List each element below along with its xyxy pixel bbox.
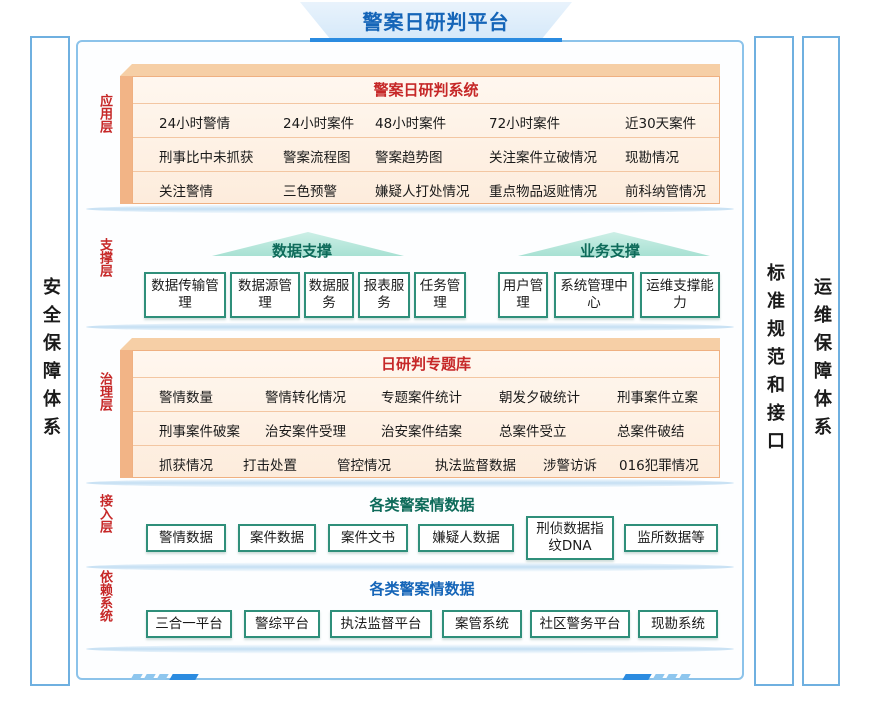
gov-item: 管控情况 <box>337 458 391 474</box>
gov-row: 抓获情况 打击处置 管控情况 执法监督数据 涉警访诉 016犯罪情况 <box>133 445 719 479</box>
app-item: 警案趋势图 <box>375 150 443 166</box>
ops-column: 运维保障体系 <box>802 36 840 686</box>
gov-item: 涉警访诉 <box>543 458 597 474</box>
dependency-item: 三合一平台 <box>146 610 232 638</box>
standards-column: 标准规范和接口 <box>754 36 794 686</box>
support-item: 数据传输管理 <box>144 272 226 318</box>
support-item: 运维支撑能力 <box>640 272 720 318</box>
app-item: 前科纳管情况 <box>625 184 706 200</box>
app-item: 三色预警 <box>283 184 337 200</box>
gov-row: 刑事案件破案 治安案件受理 治安案件结案 总案件受立 总案件破结 <box>133 411 719 445</box>
main-top-bar <box>310 38 562 42</box>
access-title: 各类警案情数据 <box>369 496 475 514</box>
app-item: 24小时案件 <box>283 116 355 132</box>
dependency-item: 现勘系统 <box>638 610 718 638</box>
gov-item: 治安案件受理 <box>265 424 346 440</box>
layer-dependency: 依赖系统 <box>97 570 112 622</box>
governance-box-title: 日研判专题库 <box>380 355 471 373</box>
gov-item: 总案件破结 <box>617 424 685 440</box>
security-column: 安全保障体系 <box>30 36 70 686</box>
layer-application: 应用层 <box>97 94 112 133</box>
gov-item: 警情数量 <box>159 390 213 406</box>
gov-item: 朝发夕破统计 <box>499 390 580 406</box>
support-item: 报表服务 <box>358 272 410 318</box>
dependency-item: 警综平台 <box>244 610 320 638</box>
layer-support: 支撑层 <box>97 238 112 277</box>
support-item: 系统管理中心 <box>554 272 634 318</box>
access-item: 案件文书 <box>328 524 408 552</box>
dependency-item: 执法监督平台 <box>330 610 432 638</box>
security-column-label: 安全保障体系 <box>40 277 61 445</box>
business-support-label: 业务支撑 <box>580 242 641 260</box>
application-box-title: 警案日研判系统 <box>373 81 479 99</box>
separator <box>86 322 734 332</box>
gov-item: 打击处置 <box>243 458 297 474</box>
separator <box>86 644 734 654</box>
app-item: 重点物品返赃情况 <box>489 184 597 200</box>
app-row: 刑事比中未抓获 警案流程图 警案趋势图 关注案件立破情况 现勘情况 <box>133 137 719 171</box>
app-item: 48小时案件 <box>375 116 447 132</box>
app-item: 刑事比中未抓获 <box>159 150 254 166</box>
access-item: 案件数据 <box>238 524 316 552</box>
app-item: 关注警情 <box>159 184 213 200</box>
gov-item: 刑事案件立案 <box>617 390 698 406</box>
governance-box: 日研判专题库 警情数量 警情转化情况 专题案件统计 朝发夕破统计 刑事案件立案 … <box>120 338 720 478</box>
bottom-decoration-left <box>130 665 201 680</box>
app-row: 24小时警情 24小时案件 48小时案件 72小时案件 近30天案件 <box>133 103 719 137</box>
bottom-decoration-right <box>622 665 693 680</box>
access-item: 嫌疑人数据 <box>418 524 514 552</box>
data-support-label: 数据支撑 <box>272 242 333 260</box>
app-item: 警案流程图 <box>283 150 351 166</box>
app-item: 72小时案件 <box>489 116 561 132</box>
application-box: 警案日研判系统 24小时警情 24小时案件 48小时案件 72小时案件 近30天… <box>120 64 720 204</box>
app-item: 现勘情况 <box>625 150 679 166</box>
ops-column-label: 运维保障体系 <box>811 277 832 445</box>
app-item: 嫌疑人打处情况 <box>375 184 470 200</box>
app-item: 24小时警情 <box>159 116 231 132</box>
dependency-title: 各类警案情数据 <box>369 580 475 598</box>
access-item: 监所数据等 <box>624 524 718 552</box>
page-title: 警案日研判平台 <box>362 10 510 34</box>
dependency-item: 案管系统 <box>442 610 522 638</box>
title-tab <box>300 2 572 42</box>
standards-column-label: 标准规范和接口 <box>764 263 785 459</box>
gov-item: 治安案件结案 <box>381 424 462 440</box>
layer-access: 接入层 <box>97 494 112 533</box>
separator <box>86 204 734 214</box>
gov-row: 警情数量 警情转化情况 专题案件统计 朝发夕破统计 刑事案件立案 <box>133 377 719 411</box>
gov-item: 警情转化情况 <box>265 390 346 406</box>
gov-item: 执法监督数据 <box>435 458 516 474</box>
support-item: 任务管理 <box>414 272 466 318</box>
dependency-item: 社区警务平台 <box>530 610 630 638</box>
support-item: 用户管理 <box>498 272 548 318</box>
app-item: 关注案件立破情况 <box>489 150 597 166</box>
access-item: 刑侦数据指纹DNA <box>526 516 614 560</box>
layer-governance: 治理层 <box>97 372 112 411</box>
support-item: 数据服务 <box>304 272 354 318</box>
separator <box>86 562 734 572</box>
gov-item: 总案件受立 <box>499 424 567 440</box>
gov-item: 016犯罪情况 <box>619 458 699 474</box>
app-row: 关注警情 三色预警 嫌疑人打处情况 重点物品返赃情况 前科纳管情况 <box>133 171 719 205</box>
gov-item: 抓获情况 <box>159 458 213 474</box>
gov-item: 专题案件统计 <box>381 390 462 406</box>
access-item: 警情数据 <box>146 524 226 552</box>
gov-item: 刑事案件破案 <box>159 424 240 440</box>
separator <box>86 478 734 488</box>
app-item: 近30天案件 <box>625 116 697 132</box>
support-item: 数据源管理 <box>230 272 300 318</box>
